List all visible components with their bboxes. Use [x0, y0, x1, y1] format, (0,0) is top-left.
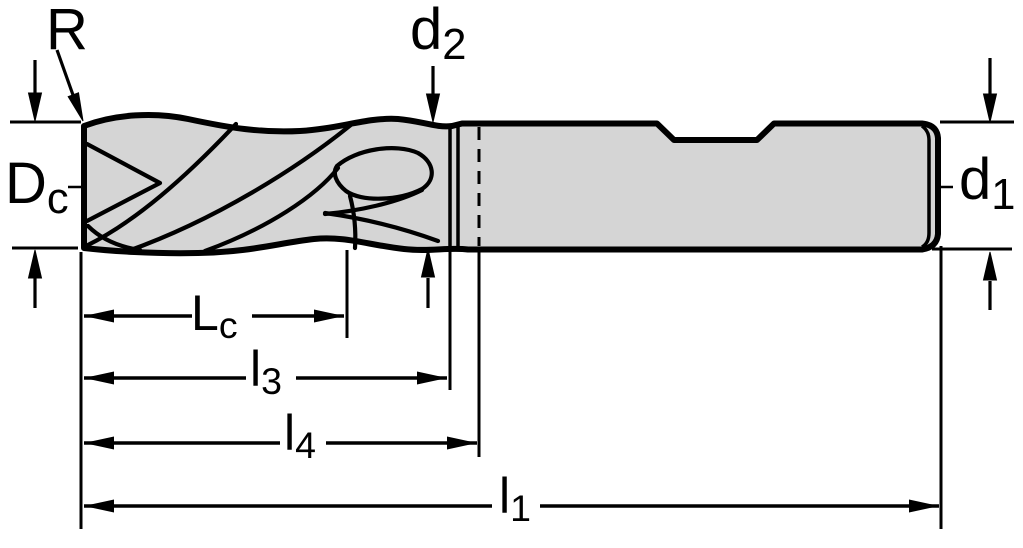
arrow-d1-top: [982, 58, 998, 123]
label-l4: l4: [284, 405, 316, 467]
label-d1: d1: [959, 147, 1016, 219]
end-face-wedge: [84, 141, 163, 224]
lower-edge-line-2: [322, 187, 425, 217]
flute-eye-tail: [347, 193, 358, 251]
label-lc: Lc: [191, 285, 238, 347]
shank-end-inner-line: [920, 124, 931, 249]
helix-line-3: [202, 165, 341, 254]
label-d2: d2: [410, 0, 467, 69]
label-l3: l3: [250, 341, 282, 403]
label-dc: Dc: [5, 151, 69, 223]
helix-line-2: [125, 121, 355, 254]
arrow-dc-bottom: [27, 249, 43, 308]
arrow-d1-bottom: [982, 251, 998, 310]
dimension-l3: [84, 371, 447, 385]
label-l1: l1: [499, 468, 531, 530]
dimension-l1: [84, 499, 939, 513]
label-radius: R: [46, 0, 88, 62]
lower-edge-line-1: [322, 210, 441, 244]
end-face-corner-line: [85, 223, 143, 253]
arrow-d2-top: [425, 66, 441, 123]
dimension-l4: [84, 436, 477, 450]
extension-lines: [10, 120, 1014, 529]
arrow-d2-bottom: [420, 248, 436, 308]
radius-leader: [55, 49, 84, 122]
dimension-lc: [84, 309, 344, 323]
flute-lines: [83, 121, 441, 254]
radius-arrowhead: [67, 92, 84, 122]
tool-outline: [81, 111, 941, 257]
tool-body: [81, 111, 941, 257]
transition-lines: [448, 127, 460, 246]
arrow-dc-top: [27, 60, 43, 122]
